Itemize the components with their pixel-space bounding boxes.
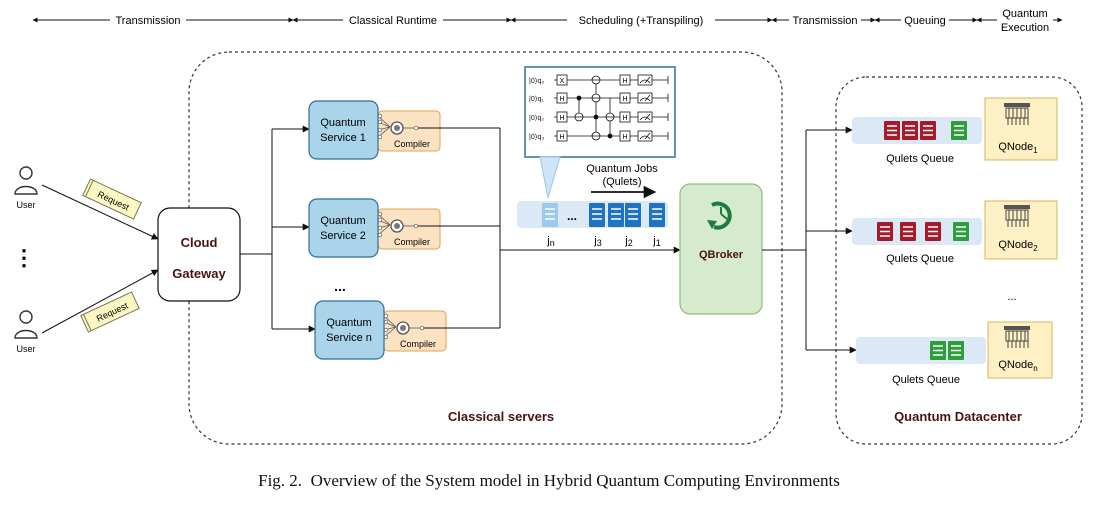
request-arrow-2	[41, 269, 159, 334]
job-label-j1: j1	[652, 235, 660, 248]
qnode-label: QNode1	[998, 141, 1038, 155]
service-name-line2: Service 1	[320, 132, 366, 144]
queues-ellipsis: ...	[1007, 291, 1016, 303]
job-label-j3: j3	[593, 235, 601, 248]
queue-label: Qulets Queue	[886, 153, 954, 165]
qulet-green	[950, 120, 968, 141]
qubit-input-label: |0⟩q₀	[529, 77, 544, 85]
qbroker: QBroker	[679, 183, 763, 315]
phase-label-queuing: Queuing	[904, 15, 946, 27]
compiler-label: Compiler	[394, 139, 430, 149]
jobs-ellipsis: ...	[567, 209, 577, 223]
compiler-gear-icon	[390, 121, 404, 135]
job-j3	[588, 202, 606, 228]
figure-caption: Fig. 2. Overview of the System model in …	[0, 471, 1098, 491]
job-j1	[648, 202, 666, 228]
qnode-label: QNoden	[998, 359, 1037, 373]
job-label-j2: j2	[624, 235, 632, 248]
classical-servers-label: Classical servers	[448, 409, 554, 424]
phase-label-transmission-1: Transmission	[116, 15, 181, 27]
qulet-green	[929, 340, 947, 361]
quantum-datacenter-container	[835, 76, 1083, 445]
request-envelope-1: Request	[82, 178, 142, 220]
caption-text: Overview of the System model in Hybrid Q…	[310, 471, 840, 490]
qulets-queue-2: Qulets Queue QNode2	[852, 200, 1058, 265]
qbroker-to-queues-connectors	[762, 126, 857, 354]
job-label-jn: jn	[546, 235, 554, 248]
qulet-red	[876, 221, 894, 242]
cloud-gateway-box	[157, 207, 241, 302]
phase-label-quantum: Quantum	[1002, 8, 1047, 20]
compiler-label: Compiler	[400, 339, 436, 349]
compiler-label: Compiler	[394, 237, 430, 247]
qubit-input-label: |0⟩q₂	[529, 114, 544, 122]
qulet-red	[899, 221, 917, 242]
qnode-n	[987, 321, 1053, 379]
service-name-line2: Service 2	[320, 230, 366, 242]
qulet-red	[883, 120, 901, 141]
queue-label: Qulets Queue	[886, 253, 954, 265]
phase-label-classical-runtime: Classical Runtime	[349, 15, 437, 27]
service-name-line1: Quantum	[326, 317, 371, 329]
caption-prefix: Fig. 2.	[258, 471, 303, 490]
qulets-queue-1: Qulets Queue QNode1	[852, 97, 1058, 165]
qubit-input-label: |0⟩q₃	[529, 133, 544, 141]
user-2: User	[14, 310, 38, 354]
qbroker-clock-icon	[707, 201, 732, 230]
quantum-service-1: Quantum Service 1 Compiler	[308, 100, 441, 160]
quantum-service-2: Quantum Service 2 Compiler	[308, 198, 441, 258]
gate-label: H	[559, 134, 564, 141]
user-1: User	[14, 166, 38, 210]
queue-label: Qulets Queue	[892, 374, 960, 386]
measurement-icons	[637, 74, 653, 142]
quantum-datacenter-label: Quantum Datacenter	[894, 409, 1022, 424]
phase-label-execution: Execution	[1001, 22, 1049, 34]
compiler-gear-icon	[390, 219, 404, 233]
gateway-to-services-connectors	[240, 125, 316, 333]
jobs-subtitle: (Qulets)	[602, 176, 641, 188]
quantum-jobs-queue: Quantum Jobs (Qulets) ... jn j3 j2 j1	[517, 163, 668, 248]
phase-label-scheduling: Scheduling (+Transpiling)	[579, 15, 704, 27]
qulet-green	[947, 340, 965, 361]
gate-label: H	[622, 134, 627, 141]
service-name-line1: Quantum	[320, 215, 365, 227]
gate-label: H	[559, 96, 564, 103]
service-name-line1: Quantum	[320, 117, 365, 129]
phase-bar: Transmission Classical Runtime Schedulin…	[32, 7, 1063, 35]
users-ellipsis: ⋮	[13, 245, 35, 270]
quantum-circuit-panel: |0⟩q₀ |0⟩q₁ |0⟩q₂ |0⟩q₃ X H H H	[524, 66, 676, 199]
qubit-input-label: |0⟩q₁	[529, 95, 544, 103]
gate-label: H	[559, 115, 564, 122]
gate-label: H	[622, 78, 627, 85]
job-j2-a	[607, 202, 625, 228]
gate-label: H	[622, 96, 627, 103]
services-ellipsis: ...	[334, 278, 346, 294]
jobs-title: Quantum Jobs	[586, 163, 658, 175]
user-icon	[14, 166, 38, 195]
user-icon	[14, 310, 38, 339]
cloud-gateway-line2: Gateway	[172, 266, 226, 281]
user-label: User	[16, 200, 35, 210]
services-to-jobs-connectors	[418, 127, 681, 329]
cloud-gateway-line1: Cloud	[181, 235, 218, 250]
qulet-red	[901, 120, 919, 141]
qbroker-label: QBroker	[699, 249, 744, 261]
user-label: User	[16, 344, 35, 354]
compiler-gear-icon	[396, 321, 410, 335]
quantum-service-n: Quantum Service n Compiler	[314, 300, 447, 360]
gate-label: H	[622, 115, 627, 122]
qulets-queue-n: Qulets Queue QNoden	[856, 321, 1053, 386]
service-name-line2: Service n	[326, 332, 372, 344]
qulet-red	[919, 120, 937, 141]
request-envelope-2: Request	[80, 291, 140, 333]
request-arrow-1	[41, 184, 159, 240]
qulet-green	[952, 221, 970, 242]
qulet-red	[924, 221, 942, 242]
phase-label-transmission-2: Transmission	[793, 15, 858, 27]
gate-label: X	[560, 78, 565, 85]
qnode-label: QNode2	[998, 239, 1038, 253]
job-j2-b	[624, 202, 642, 228]
job-jn	[542, 203, 558, 227]
